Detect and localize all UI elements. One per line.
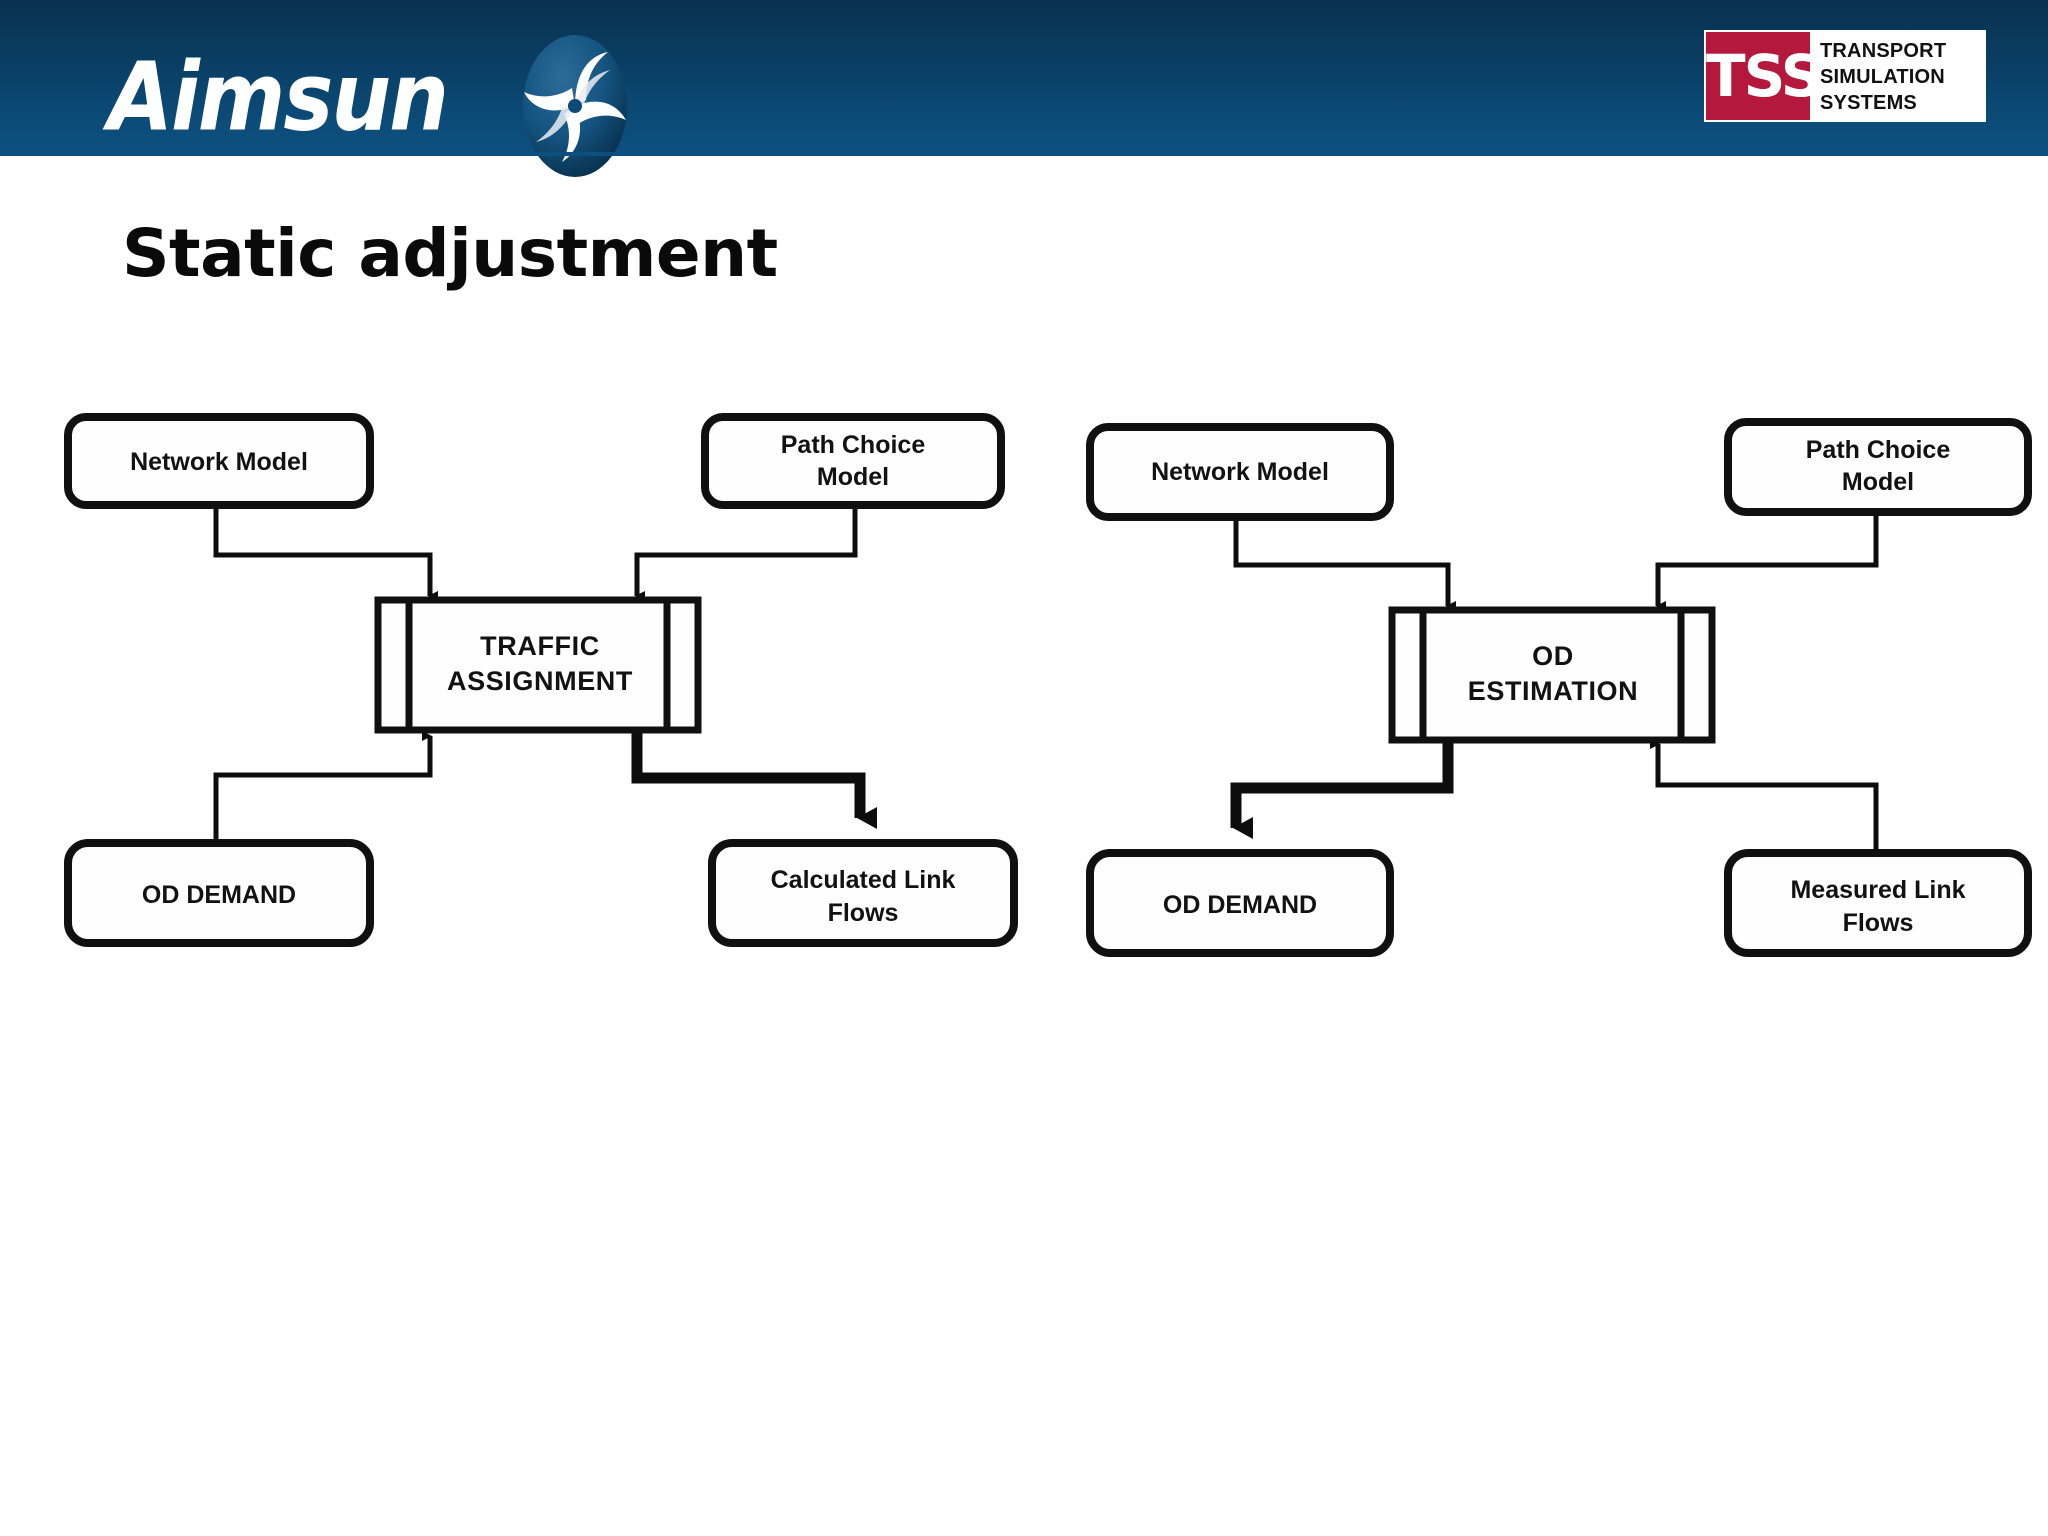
- node-od-estimation-label-1: OD: [1532, 641, 1574, 671]
- aimsun-wordmark: Aimsun: [108, 42, 449, 152]
- edge-pathchoice-to-odestimation: [1655, 510, 1879, 611]
- node-od-demand-left-label: OD DEMAND: [142, 881, 296, 909]
- node-calculated-link-flows-label-2: Flows: [828, 899, 899, 927]
- node-od-demand-left-shape: [64, 839, 374, 947]
- node-calculated-link-flows[interactable]: Calculated Link Flows: [708, 839, 1018, 947]
- node-network-model-right[interactable]: Network Model: [1086, 423, 1394, 521]
- node-od-demand-right[interactable]: OD DEMAND: [1086, 849, 1394, 957]
- node-network-model-right-shape: [1086, 423, 1394, 521]
- node-traffic-assignment-shape: [374, 596, 702, 734]
- node-od-estimation-label-2: ESTIMATION: [1468, 676, 1639, 706]
- node-path-choice-right-shape: [1724, 418, 2032, 516]
- node-od-demand-right-shape: [1086, 849, 1394, 957]
- header-divider: [0, 152, 2048, 156]
- node-od-estimation-shape: [1388, 606, 1716, 744]
- edge-oddemand-to-assignment: [213, 731, 433, 840]
- node-network-model-left-label: Network Model: [130, 448, 308, 476]
- edge-measuredflows-to-odestimation: [1650, 739, 1879, 850]
- node-measured-link-flows[interactable]: Measured Link Flows: [1724, 849, 2032, 957]
- node-network-model-left-shape: [64, 413, 374, 509]
- page-title: Static adjustment: [122, 215, 778, 292]
- node-traffic-assignment-label-1: TRAFFIC: [480, 631, 600, 661]
- tss-partner-logo: TSS TRANSPORT SIMULATION SYSTEMS: [1704, 30, 1986, 122]
- node-calculated-link-flows-label-1: Calculated Link: [771, 866, 956, 894]
- node-od-demand-left[interactable]: OD DEMAND: [64, 839, 374, 947]
- node-path-choice-right-label-1: Path Choice: [1806, 436, 1951, 464]
- diagram-area: Network Model Path Choice Model TRAFFIC …: [0, 400, 2048, 1300]
- node-network-model-left[interactable]: Network Model: [64, 413, 374, 509]
- aimsun-logo: Aimsun: [108, 35, 668, 177]
- node-traffic-assignment[interactable]: TRAFFIC ASSIGNMENT: [374, 596, 702, 734]
- tss-wordmark: TRANSPORT SIMULATION SYSTEMS: [1810, 32, 1984, 120]
- node-network-model-right-label: Network Model: [1151, 458, 1329, 486]
- node-measured-link-flows-label-2: Flows: [1843, 909, 1914, 937]
- edge-pathchoice-to-assignment: [634, 500, 858, 601]
- node-measured-link-flows-shape: [1724, 849, 2032, 957]
- node-od-demand-right-label: OD DEMAND: [1163, 891, 1317, 919]
- edge-assignment-to-calcflows: [631, 725, 877, 829]
- header-band: Aimsun TSS: [0, 0, 2048, 177]
- tss-mark: TSS: [1706, 32, 1823, 120]
- node-measured-link-flows-label-1: Measured Link: [1790, 876, 1965, 904]
- node-calculated-link-flows-shape: [708, 839, 1018, 947]
- edge-network-to-odestimation: [1233, 512, 1456, 611]
- aimsun-swirl-icon: [523, 35, 627, 177]
- node-path-choice-left-label-1: Path Choice: [781, 431, 926, 459]
- node-path-choice-right-label-2: Model: [1842, 468, 1914, 496]
- node-path-choice-left-shape: [701, 413, 1005, 509]
- traffic-assignment-diagram: Network Model Path Choice Model TRAFFIC …: [64, 413, 1018, 947]
- node-path-choice-left-label-2: Model: [817, 463, 889, 491]
- edge-network-to-assignment: [213, 500, 438, 601]
- edge-odestimation-to-oddemand: [1230, 735, 1454, 839]
- node-path-choice-left[interactable]: Path Choice Model: [701, 413, 1005, 509]
- od-estimation-diagram: Network Model Path Choice Model OD ESTIM…: [1086, 418, 2032, 957]
- node-path-choice-right[interactable]: Path Choice Model: [1724, 418, 2032, 516]
- node-traffic-assignment-label-2: ASSIGNMENT: [447, 666, 633, 696]
- tss-line-1: TRANSPORT: [1820, 40, 1947, 62]
- node-od-estimation[interactable]: OD ESTIMATION: [1388, 606, 1716, 744]
- tss-line-3: SYSTEMS: [1820, 92, 1917, 114]
- tss-line-2: SIMULATION: [1820, 66, 1945, 88]
